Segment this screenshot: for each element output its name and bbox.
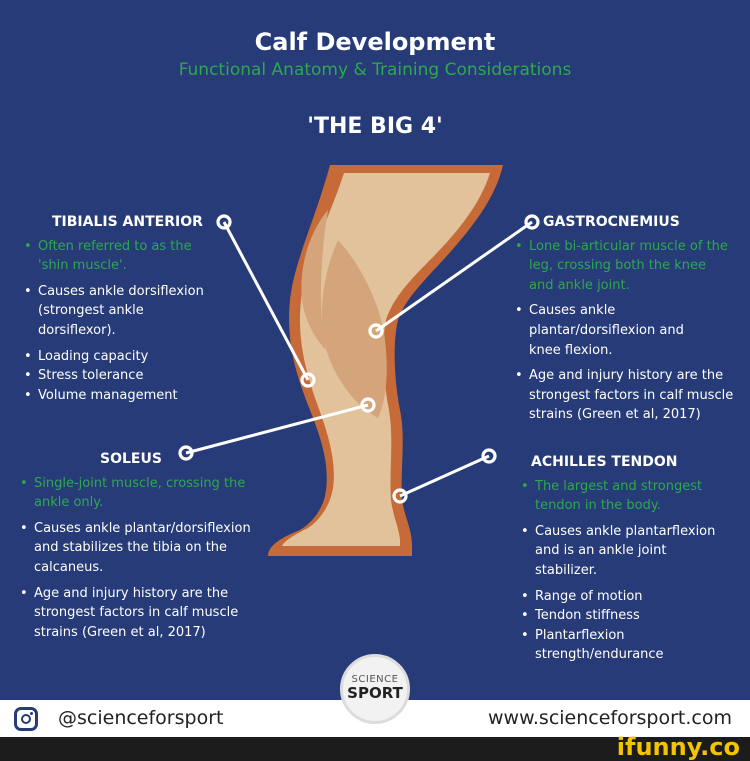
soleus-point: Causes ankle plantar/dorsiflexion and st… xyxy=(20,519,270,578)
achilles-marker-outer xyxy=(481,448,497,464)
tibialis-point: Stress tolerance xyxy=(24,366,224,386)
achilles-point: Causes ankle plantarflexion and is an an… xyxy=(521,522,725,581)
soleus-marker-outer xyxy=(178,445,194,461)
page-title: Calf Development xyxy=(254,28,496,56)
gastrocnemius-point: Causes ankle plantar/dorsiflexion and kn… xyxy=(515,301,709,360)
tibialis-connector xyxy=(222,221,310,381)
soleus-point: Single-joint muscle, crossing the ankle … xyxy=(20,474,264,513)
gastrocnemius-point: Lone bi-articular muscle of the leg, cro… xyxy=(515,237,729,296)
soleus-connector xyxy=(185,403,369,455)
tibialis-point: Volume management xyxy=(24,386,224,406)
tibialis-point: Loading capacity xyxy=(24,347,224,367)
instagram-icon[interactable] xyxy=(14,707,38,731)
gastrocnemius-point: Age and injury history are the strongest… xyxy=(515,366,747,425)
gastrocnemius-section: GASTROCNEMIUS Lone bi-articular muscle o… xyxy=(515,213,747,431)
logo-line-1: SCIENCE xyxy=(351,674,399,685)
soleus-marker-inner xyxy=(360,397,376,413)
soleus-section: SOLEUS Single-joint muscle, crossing the… xyxy=(20,450,270,648)
infographic-poster: Calf Development Functional Anatomy & Tr… xyxy=(0,0,750,700)
shin-muscle xyxy=(301,210,328,350)
achilles-section: ACHILLES TENDON The largest and stronges… xyxy=(521,453,736,665)
page-subtitle: Functional Anatomy & Training Considerat… xyxy=(178,60,572,80)
gastrocnemius-connector xyxy=(375,220,533,333)
big4-heading: 'THE BIG 4' xyxy=(307,114,443,139)
logo-line-2: SPORT xyxy=(347,684,403,702)
achilles-connector xyxy=(399,454,490,498)
gastrocnemius-title: GASTROCNEMIUS xyxy=(543,214,680,230)
watermark-bar xyxy=(0,737,750,757)
achilles-point: Tendon stiffness xyxy=(521,606,736,626)
tibialis-section: TIBIALIS ANTERIOR Often referred to as t… xyxy=(24,213,224,405)
tibialis-title: TIBIALIS ANTERIOR xyxy=(52,214,203,230)
achilles-point: Range of motion xyxy=(521,587,736,607)
calf-muscle xyxy=(322,240,387,418)
achilles-point: The largest and strongest tendon in the … xyxy=(521,477,730,516)
ifunny-watermark: ifunny.co xyxy=(616,733,740,761)
achilles-point: Plantarflexion strength/endurance xyxy=(521,626,685,665)
achilles-title: ACHILLES TENDON xyxy=(531,454,678,470)
website-link[interactable]: www.scienceforsport.com xyxy=(488,707,732,729)
instagram-handle-link[interactable]: @scienceforsport xyxy=(58,707,224,729)
gastrocnemius-marker-inner xyxy=(368,323,384,339)
science-for-sport-logo: SCIENCE SPORT xyxy=(340,654,410,724)
tibialis-point: Causes ankle dorsiflexion (strongest ank… xyxy=(24,282,224,341)
tibialis-point: Often referred to as the 'shin muscle'. xyxy=(24,237,198,276)
soleus-point: Age and injury history are the strongest… xyxy=(20,584,264,643)
tibialis-marker-inner xyxy=(300,372,316,388)
tibialis-marker-outer xyxy=(216,214,232,230)
gastrocnemius-marker-outer xyxy=(524,214,540,230)
leg-illustration xyxy=(178,165,540,556)
achilles-marker-inner xyxy=(392,488,408,504)
soleus-title: SOLEUS xyxy=(100,451,162,467)
